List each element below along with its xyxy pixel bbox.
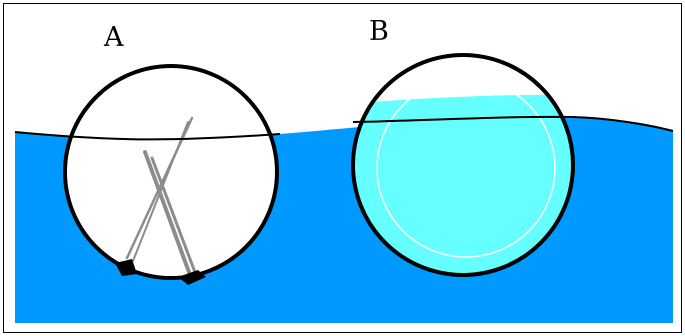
sphere-b-inner-highlight bbox=[376, 78, 556, 258]
sphere-a-interior bbox=[65, 66, 277, 278]
sphere-a-rods bbox=[125, 116, 198, 277]
water-surface-line-right bbox=[572, 116, 674, 132]
water-surface-line bbox=[14, 131, 281, 141]
sphere-b-waterline bbox=[352, 115, 574, 123]
sphere-b-outline bbox=[351, 53, 575, 277]
sphere-a-label: A bbox=[103, 22, 124, 53]
sphere-a-outline bbox=[63, 64, 279, 280]
sphere-b-label: B bbox=[369, 16, 389, 47]
